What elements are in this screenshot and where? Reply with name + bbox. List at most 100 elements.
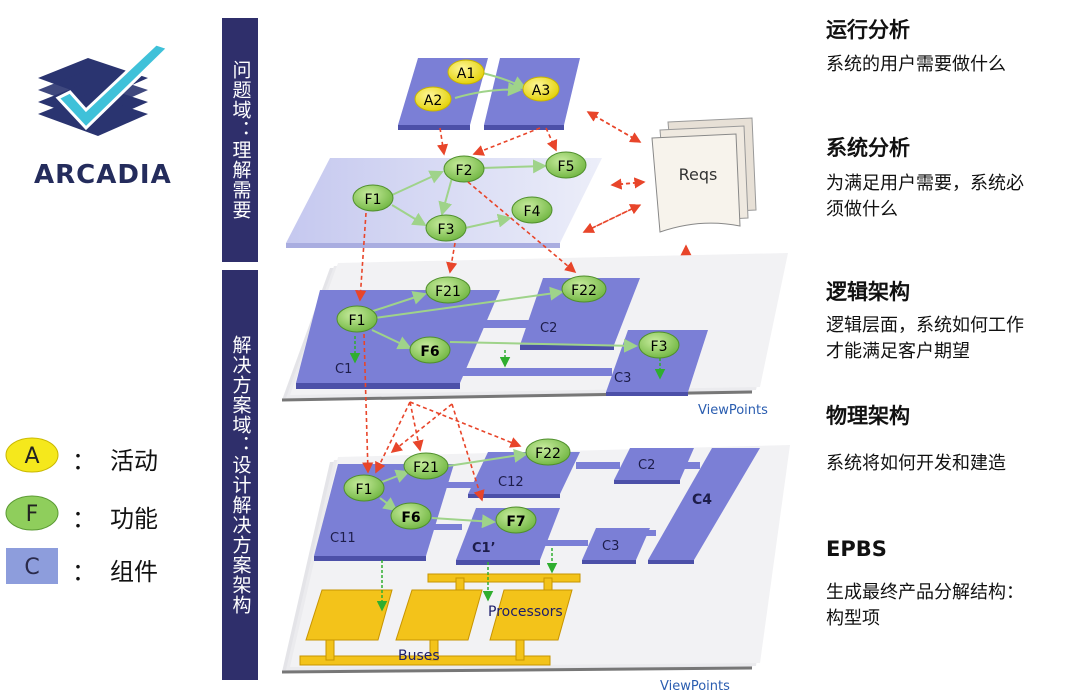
- legend-label: 活动: [110, 447, 158, 475]
- function-label: F5: [558, 159, 575, 175]
- function-node: F1: [343, 474, 385, 502]
- function-node: F2: [443, 155, 485, 183]
- function-node: F1: [352, 184, 394, 212]
- function-flow-arrow: [447, 448, 528, 467]
- step-title: 运行分析: [826, 18, 910, 42]
- sheet-edge: [281, 666, 753, 674]
- function-flow-arrow: [369, 291, 427, 313]
- function-flow-arrow: [371, 329, 412, 350]
- function-node: F4: [511, 196, 553, 224]
- component-label: C11: [330, 531, 356, 546]
- function-label: F3: [438, 222, 455, 238]
- function-node: F6: [409, 336, 451, 364]
- layer-operational: A1 A2 A3: [398, 58, 580, 130]
- viewpoints-label: ViewPoints: [660, 679, 730, 694]
- function-flow-arrow: [391, 204, 427, 227]
- legend-symbol: C: [24, 555, 39, 580]
- function-label: F3: [651, 339, 668, 355]
- component-link: [462, 368, 612, 376]
- component-link: [446, 482, 474, 488]
- function-node: F1: [336, 305, 378, 333]
- component-plate: [614, 448, 694, 480]
- activity-label: A3: [532, 83, 550, 99]
- processor-block: [395, 589, 483, 641]
- component-link: [676, 462, 700, 469]
- activity-label: A1: [457, 66, 475, 82]
- component-label: C1’: [472, 541, 496, 556]
- component-edge: [296, 383, 460, 389]
- activity-label: A2: [424, 93, 442, 109]
- trace-arrows-1: [437, 111, 692, 288]
- arcadia-logo: [28, 38, 178, 158]
- function-node: F3: [425, 214, 467, 242]
- legend-symbol: F: [26, 502, 39, 527]
- step-title: 系统分析: [826, 136, 910, 160]
- function-flow-arrow: [449, 338, 638, 353]
- step-desc: 逻辑层面，系统如何工作才能满足客户期望: [826, 315, 1024, 362]
- component-link: [576, 462, 620, 469]
- component-label: C12: [498, 475, 524, 490]
- buses-label: Buses: [398, 648, 440, 664]
- function-flow-arrow: [481, 159, 547, 174]
- component-label: C3: [614, 371, 631, 386]
- function-flow-arrow: [391, 170, 444, 196]
- function-label: F22: [535, 446, 561, 462]
- bus-bar: [299, 655, 551, 666]
- legend-label: 功能: [110, 505, 158, 533]
- step-desc: 系统的用户需要做什么: [826, 54, 1006, 75]
- function-node: F6: [390, 502, 432, 530]
- component-edge: [520, 345, 614, 350]
- legend-label: 组件: [110, 558, 158, 586]
- component-symbol-icon: C: [6, 548, 58, 584]
- bus-bar: [427, 573, 581, 583]
- plate-edge: [286, 243, 560, 248]
- step-title: 物理架构: [826, 404, 910, 428]
- layer-system: F1 F2 F3 F4 F5: [286, 151, 602, 248]
- trace-arrows-3: [362, 333, 522, 502]
- component-edge: [606, 392, 688, 396]
- step-desc: 生成最终产品分解结构：构型项: [826, 582, 1024, 629]
- component-label: C2: [638, 458, 655, 473]
- function-label: F1: [365, 192, 382, 208]
- function-flow-arrow: [431, 514, 496, 529]
- function-node: F21: [403, 452, 449, 480]
- function-flow-arrow: [374, 286, 564, 319]
- component-label: C4: [692, 492, 712, 508]
- legend-colon: ：: [72, 505, 96, 533]
- legend-symbol: A: [24, 444, 39, 469]
- arcadia-logo-icon: [38, 42, 171, 136]
- function-label: F1: [349, 313, 366, 329]
- component-link: [422, 524, 462, 530]
- component-plate: [582, 528, 650, 560]
- plate-edge: [398, 125, 470, 130]
- activity-flow-arrow: [454, 82, 522, 99]
- step-desc: 为满足用户需要，系统必须做什么: [826, 173, 1024, 220]
- function-label: F22: [571, 283, 597, 299]
- component-edge: [582, 560, 636, 564]
- function-label: F6: [401, 510, 420, 526]
- layer-logical: C1 C2 C3 F1 F21: [281, 253, 788, 418]
- function-symbol-icon: F: [5, 495, 59, 531]
- function-label: F1: [356, 482, 373, 498]
- problem-domain-bar: 问题域：理解需要: [222, 18, 258, 262]
- component-link: [636, 530, 656, 536]
- step-title: 逻辑架构: [826, 280, 910, 304]
- plate-edge: [484, 125, 564, 130]
- legend-colon: ：: [72, 558, 96, 586]
- trace-arrows-2: [355, 181, 577, 302]
- function-flow-arrow: [438, 177, 453, 216]
- component-label: C2: [540, 321, 557, 336]
- component-label: C3: [602, 539, 619, 554]
- step-title: EPBS: [826, 537, 887, 561]
- component-link: [472, 320, 532, 328]
- step-desc: 系统将如何开发和建造: [826, 453, 1006, 474]
- function-node: F21: [425, 276, 471, 304]
- function-node: F5: [545, 151, 587, 179]
- processors-label: Processors: [488, 604, 563, 620]
- function-node: F22: [561, 275, 607, 303]
- component-edge: [468, 494, 560, 498]
- component-edge: [314, 556, 426, 561]
- component-link: [540, 540, 588, 546]
- solution-domain-bar: 解决方案域：设计解决方案架构: [222, 270, 258, 680]
